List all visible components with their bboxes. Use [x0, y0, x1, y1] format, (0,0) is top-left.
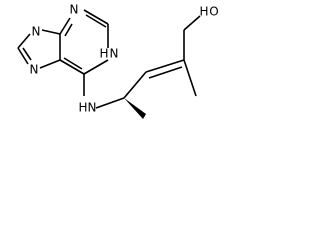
atom-amine-n: N	[88, 101, 97, 115]
atom-n-ring-h: H	[99, 47, 108, 61]
bond-c-methyl	[183, 59, 197, 97]
bond-n3-c4	[83, 59, 109, 75]
bond-n7-c5	[39, 59, 61, 69]
atom-n7: N	[30, 63, 39, 77]
atom-n-top: N	[70, 3, 79, 17]
bond-c4-c5	[59, 59, 85, 75]
bond-c4-c5-double	[63, 57, 83, 70]
bond-ch-c-double	[148, 66, 183, 79]
bond-c8-n7	[17, 47, 29, 65]
bond-c6-n-double	[64, 23, 73, 37]
atom-n-ring: N	[110, 47, 119, 61]
bond-ch-c	[145, 59, 185, 73]
bond-c2-n1	[83, 9, 109, 25]
atom-amine-h: H	[78, 101, 87, 115]
bond-c6-n9	[41, 29, 61, 35]
bond-c6-n	[59, 17, 71, 35]
atom-n9: N	[32, 25, 41, 39]
bond-stereo-methyl-wedge	[124, 98, 146, 119]
bond-nh-cstereo	[95, 97, 125, 109]
bond-n1-c2-double	[85, 14, 107, 28]
bond-c8-n7-double	[22, 47, 32, 61]
bond-ch2-oh	[183, 15, 201, 31]
bond-cstereo-ch	[123, 71, 147, 99]
atom-hydroxyl-h: H	[199, 5, 208, 19]
atom-hydroxyl-o: O	[209, 5, 218, 19]
bond-n9-c8	[17, 33, 31, 49]
chemical-structure-diagram: N H N N N H N H O	[17, 3, 219, 119]
